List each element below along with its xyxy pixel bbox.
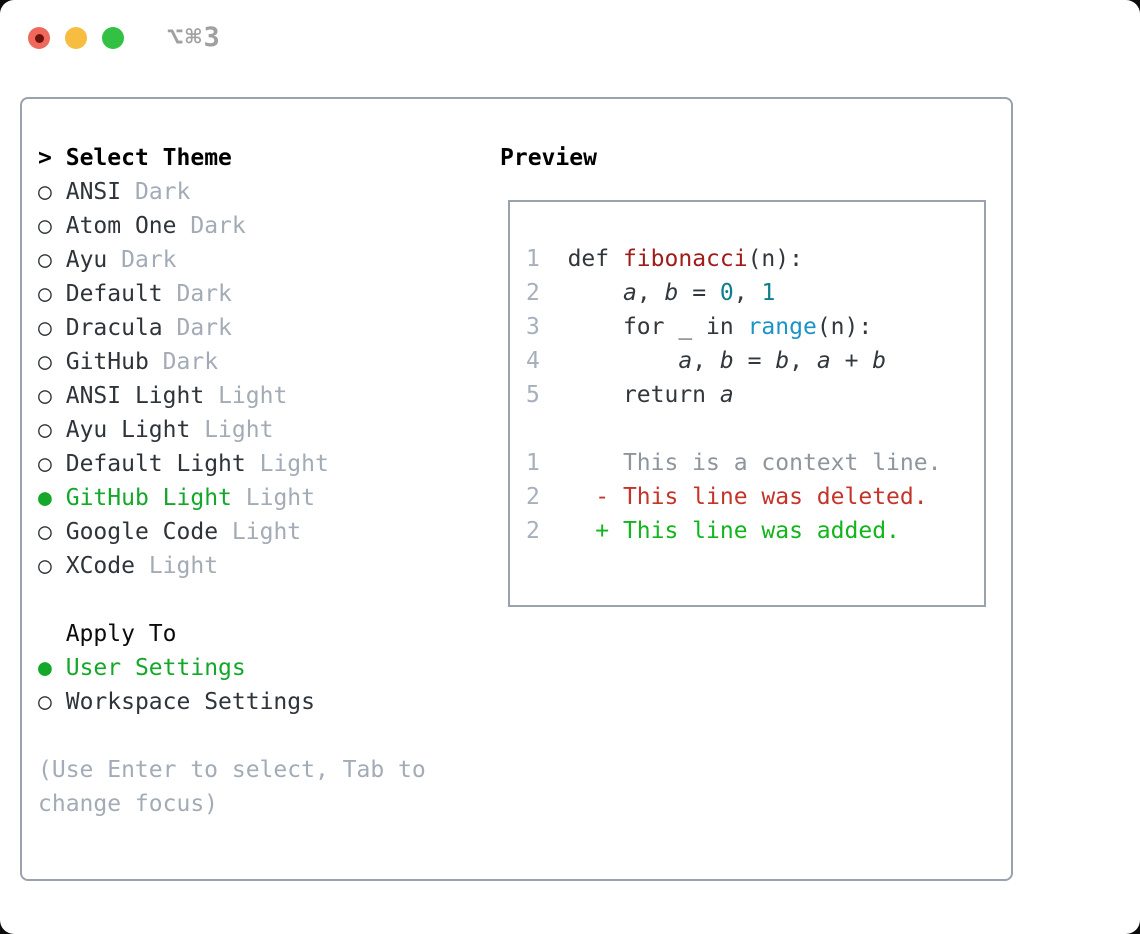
- code-line: 5 return a: [526, 382, 734, 408]
- theme-variant-badge: Light: [259, 451, 329, 477]
- theme-variant-badge: Light: [231, 519, 302, 545]
- apply-to-title: Apply To: [65, 621, 177, 647]
- window-shortcut-label: ⌥⌘3: [167, 22, 222, 53]
- theme-name: Default: [65, 281, 163, 307]
- theme-item-ayu[interactable]: ○ Ayu Dark: [38, 243, 426, 277]
- radio-icon: ○: [38, 451, 52, 477]
- help-line-2: change focus): [38, 791, 219, 817]
- theme-item-google-code[interactable]: ○ Google Code Light: [38, 515, 426, 549]
- theme-variant-badge: Dark: [121, 247, 177, 273]
- radio-icon: ○: [38, 315, 52, 341]
- theme-name: Ayu: [65, 247, 108, 273]
- unsaved-changes-dot: [34, 33, 44, 43]
- code-line: 2 - This line was deleted.: [526, 484, 928, 510]
- theme-name: Atom One: [65, 213, 177, 239]
- theme-name: GitHub: [65, 349, 149, 375]
- radio-icon: ○: [38, 689, 52, 715]
- preview-header: Preview: [500, 141, 597, 175]
- theme-name: Default Light: [65, 451, 246, 477]
- select-theme-title: Select Theme: [65, 145, 232, 171]
- preview-title: Preview: [500, 145, 597, 171]
- line-number: 5: [526, 382, 540, 408]
- theme-variant-badge: Dark: [176, 281, 232, 307]
- code-line: 4 a, b = b, a + b: [526, 348, 887, 374]
- radio-icon: ○: [38, 281, 52, 307]
- theme-variant-badge: Dark: [162, 349, 219, 375]
- theme-list: ○ ANSI Dark○ Atom One Dark○ Ayu Dark○ De…: [38, 175, 426, 583]
- theme-name: Ayu Light: [65, 417, 191, 443]
- theme-variant-badge: Dark: [176, 315, 232, 341]
- apply-options: ● User Settings○ Workspace Settings: [38, 651, 426, 719]
- line-number: 4: [526, 348, 540, 374]
- theme-item-dracula[interactable]: ○ Dracula Dark: [38, 311, 426, 345]
- theme-picker-panel: > Select Theme ○ ANSI Dark○ Atom One Dar…: [20, 97, 1013, 881]
- apply-to-header: Apply To: [38, 617, 426, 651]
- apply-option-user-settings[interactable]: ● User Settings: [38, 651, 426, 685]
- preview-code: 1 def fibonacci(n): 2 a, b = 0, 1 3 for _ …: [526, 242, 984, 548]
- theme-name: ANSI: [65, 179, 122, 205]
- radio-icon: ○: [38, 417, 52, 443]
- radio-icon: ○: [38, 213, 52, 239]
- theme-item-default[interactable]: ○ Default Dark: [38, 277, 426, 311]
- line-number: 1: [526, 450, 540, 476]
- maximize-button[interactable]: [102, 27, 124, 49]
- preview-box: 1 def fibonacci(n): 2 a, b = 0, 1 3 for _ …: [508, 200, 986, 607]
- code-line: 1 def fibonacci(n):: [526, 246, 803, 272]
- theme-item-ansi-light[interactable]: ○ ANSI Light Light: [38, 379, 426, 413]
- radio-icon: ○: [38, 179, 52, 205]
- code-blank-line: [526, 412, 984, 446]
- theme-item-github[interactable]: ○ GitHub Dark: [38, 345, 426, 379]
- close-button[interactable]: [28, 27, 50, 49]
- help-line-1: (Use Enter to select, Tab to: [38, 757, 426, 783]
- theme-name: XCode: [65, 553, 135, 579]
- radio-icon: ○: [38, 553, 52, 579]
- code-line: 2 + This line was added.: [526, 518, 900, 544]
- theme-name: ANSI Light: [65, 383, 205, 409]
- code-line: 2 a, b = 0, 1: [526, 280, 776, 306]
- spacer: [38, 719, 426, 753]
- theme-item-default-light[interactable]: ○ Default Light Light: [38, 447, 426, 481]
- theme-name: Dracula: [65, 315, 163, 341]
- theme-variant-badge: Dark: [190, 213, 246, 239]
- line-number: 2: [526, 518, 540, 544]
- theme-variant-badge: Light: [218, 383, 288, 409]
- apply-option-label: Workspace Settings: [65, 689, 315, 715]
- theme-variant-badge: Light: [245, 485, 315, 511]
- theme-item-ayu-light[interactable]: ○ Ayu Light Light: [38, 413, 426, 447]
- theme-name: Google Code: [65, 519, 219, 545]
- spacer: [38, 583, 426, 617]
- apply-option-workspace-settings[interactable]: ○ Workspace Settings: [38, 685, 426, 719]
- line-number: 1: [526, 246, 540, 272]
- code-line: 1 This is a context line.: [526, 450, 942, 476]
- line-number: 3: [526, 314, 540, 340]
- radio-icon: ○: [38, 247, 52, 273]
- theme-variant-badge: Light: [148, 553, 219, 579]
- code-line: 3 for _ in range(n):: [526, 314, 873, 340]
- theme-item-github-light[interactable]: ● GitHub Light Light: [38, 481, 426, 515]
- theme-variant-badge: Light: [204, 417, 274, 443]
- left-column: > Select Theme ○ ANSI Dark○ Atom One Dar…: [38, 141, 426, 821]
- theme-variant-badge: Dark: [134, 179, 191, 205]
- theme-item-atom-one[interactable]: ○ Atom One Dark: [38, 209, 426, 243]
- theme-item-xcode[interactable]: ○ XCode Light: [38, 549, 426, 583]
- radio-icon: ○: [38, 383, 52, 409]
- titlebar: ⌥⌘3: [28, 22, 222, 53]
- radio-selected-icon: ●: [38, 655, 52, 681]
- radio-icon: ○: [38, 349, 52, 375]
- prompt-caret-icon: >: [38, 145, 52, 171]
- minimize-button[interactable]: [65, 27, 87, 49]
- help-text: (Use Enter to select, Tab to change focu…: [38, 753, 426, 821]
- radio-icon: ○: [38, 519, 52, 545]
- radio-selected-icon: ●: [38, 485, 52, 511]
- apply-option-label: User Settings: [65, 655, 246, 681]
- theme-item-ansi[interactable]: ○ ANSI Dark: [38, 175, 426, 209]
- line-number: 2: [526, 280, 540, 306]
- select-theme-header: > Select Theme: [38, 141, 426, 175]
- theme-name: GitHub Light: [65, 485, 232, 511]
- line-number: 2: [526, 484, 540, 510]
